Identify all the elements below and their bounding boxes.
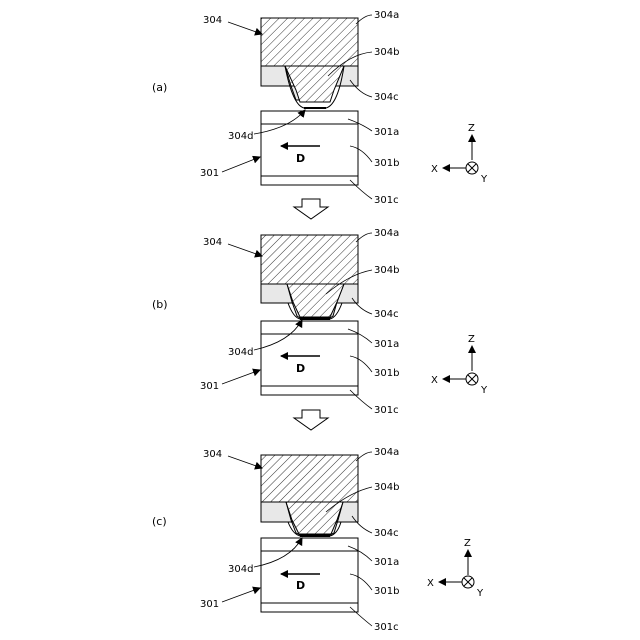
label-301: 301 <box>200 381 219 392</box>
leader-301c <box>350 607 372 626</box>
label-301b: 301b <box>374 586 399 597</box>
x-axis-label: X <box>427 578 434 589</box>
label-304a: 304a <box>374 10 399 21</box>
direction-label: D <box>296 362 305 375</box>
leader-301c <box>350 180 372 199</box>
leader-301 <box>222 588 260 602</box>
panel-a: (a) D 304 304a 304b 304c 304d 301 3 <box>152 10 488 206</box>
label-304b: 304b <box>374 265 399 276</box>
z-axis-label: Z <box>464 538 471 549</box>
label-304c: 304c <box>374 309 399 320</box>
label-304: 304 <box>203 237 222 248</box>
label-304b: 304b <box>374 47 399 58</box>
label-304d: 304d <box>228 347 253 358</box>
axis-triad: Z X Y <box>431 334 488 396</box>
label-301: 301 <box>200 599 219 610</box>
medium-301: D <box>261 538 358 612</box>
label-301a: 301a <box>374 127 399 138</box>
panel-c: (c) D 304 304a 304b 304c 304d 301 301a 3… <box>152 447 484 633</box>
panel-label: (c) <box>152 515 167 528</box>
medium-301: D <box>261 321 358 395</box>
panel-label: (b) <box>152 298 168 311</box>
leader-301 <box>222 157 260 172</box>
label-301a: 301a <box>374 339 399 350</box>
panel-label: (a) <box>152 81 167 94</box>
label-304a: 304a <box>374 447 399 458</box>
label-301c: 301c <box>374 622 399 633</box>
leader-301 <box>222 370 260 384</box>
leader-304 <box>228 456 262 468</box>
direction-label: D <box>296 579 305 592</box>
label-301a: 301a <box>374 557 399 568</box>
label-301b: 301b <box>374 158 399 169</box>
x-axis-label: X <box>431 164 438 175</box>
head-304 <box>261 235 358 319</box>
x-axis-label: X <box>431 375 438 386</box>
head-304 <box>261 455 358 536</box>
leader-304 <box>228 244 262 256</box>
label-301b: 301b <box>374 368 399 379</box>
leader-304 <box>228 22 262 34</box>
medium-301: D <box>261 111 358 185</box>
label-304: 304 <box>203 15 222 26</box>
label-304: 304 <box>203 449 222 460</box>
label-301c: 301c <box>374 195 399 206</box>
medium-body <box>261 111 358 185</box>
y-axis-label: Y <box>476 588 484 599</box>
step-arrow-2 <box>294 410 328 430</box>
medium-body <box>261 321 358 395</box>
axis-triad: Z X Y <box>427 538 484 599</box>
label-304c: 304c <box>374 92 399 103</box>
label-301c: 301c <box>374 405 399 416</box>
panel-b: (b) D 304 304a 304b 304c 304d 301 301a 3… <box>152 228 488 416</box>
y-axis-label: Y <box>480 385 488 396</box>
z-axis-label: Z <box>468 334 475 345</box>
leader-301c <box>350 390 372 409</box>
z-axis-label: Z <box>468 123 475 134</box>
label-304d: 304d <box>228 564 253 575</box>
axis-triad: Z X Y <box>431 123 488 185</box>
y-axis-label: Y <box>480 174 488 185</box>
medium-body <box>261 538 358 612</box>
label-304b: 304b <box>374 482 399 493</box>
step-arrow-1 <box>294 199 328 219</box>
label-301: 301 <box>200 168 219 179</box>
direction-label: D <box>296 152 305 165</box>
label-304a: 304a <box>374 228 399 239</box>
label-304d: 304d <box>228 131 253 142</box>
label-304c: 304c <box>374 528 399 539</box>
